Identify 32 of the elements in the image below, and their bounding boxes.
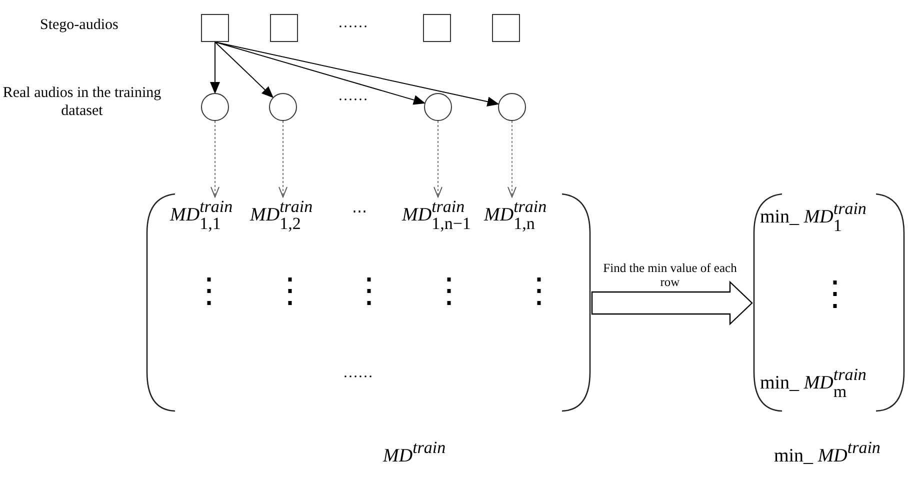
arrow	[508, 120, 516, 198]
vertical-ellipsis: ⋮	[522, 275, 556, 309]
arrow	[214, 42, 274, 98]
vertical-ellipsis: ⋮	[273, 275, 307, 309]
arrow	[210, 120, 220, 198]
square-node	[492, 14, 520, 42]
square-node	[201, 14, 229, 42]
arrow	[434, 120, 442, 198]
vertical-ellipsis: ⋮	[432, 275, 466, 309]
arrow	[278, 120, 288, 198]
ellipsis: ……	[343, 365, 373, 382]
matrix-caption: MD$^{train}$	[383, 439, 446, 466]
vertical-ellipsis: ⋮	[352, 275, 386, 309]
square-node	[423, 14, 451, 42]
ellipsis: ……	[338, 88, 368, 105]
arrow	[214, 42, 426, 105]
circle-node	[498, 93, 526, 121]
block-arrow	[591, 280, 753, 326]
matrix-caption: min_ MD$^{train}$	[774, 439, 880, 466]
arrow	[210, 42, 220, 94]
ellipsis: ⋯	[352, 203, 367, 221]
row-label: Real audios in the training dataset	[2, 84, 162, 120]
vertical-ellipsis: ⋮	[818, 278, 852, 312]
row-label: Stego-audios	[40, 17, 118, 34]
vertical-ellipsis: ⋮	[192, 275, 226, 309]
arrow	[214, 42, 500, 107]
ellipsis: ……	[338, 15, 368, 32]
circle-node	[424, 93, 452, 121]
square-node	[270, 14, 298, 42]
edge-label: Find the min value of each row	[602, 262, 738, 290]
circle-node	[269, 93, 297, 121]
circle-node	[201, 93, 229, 121]
